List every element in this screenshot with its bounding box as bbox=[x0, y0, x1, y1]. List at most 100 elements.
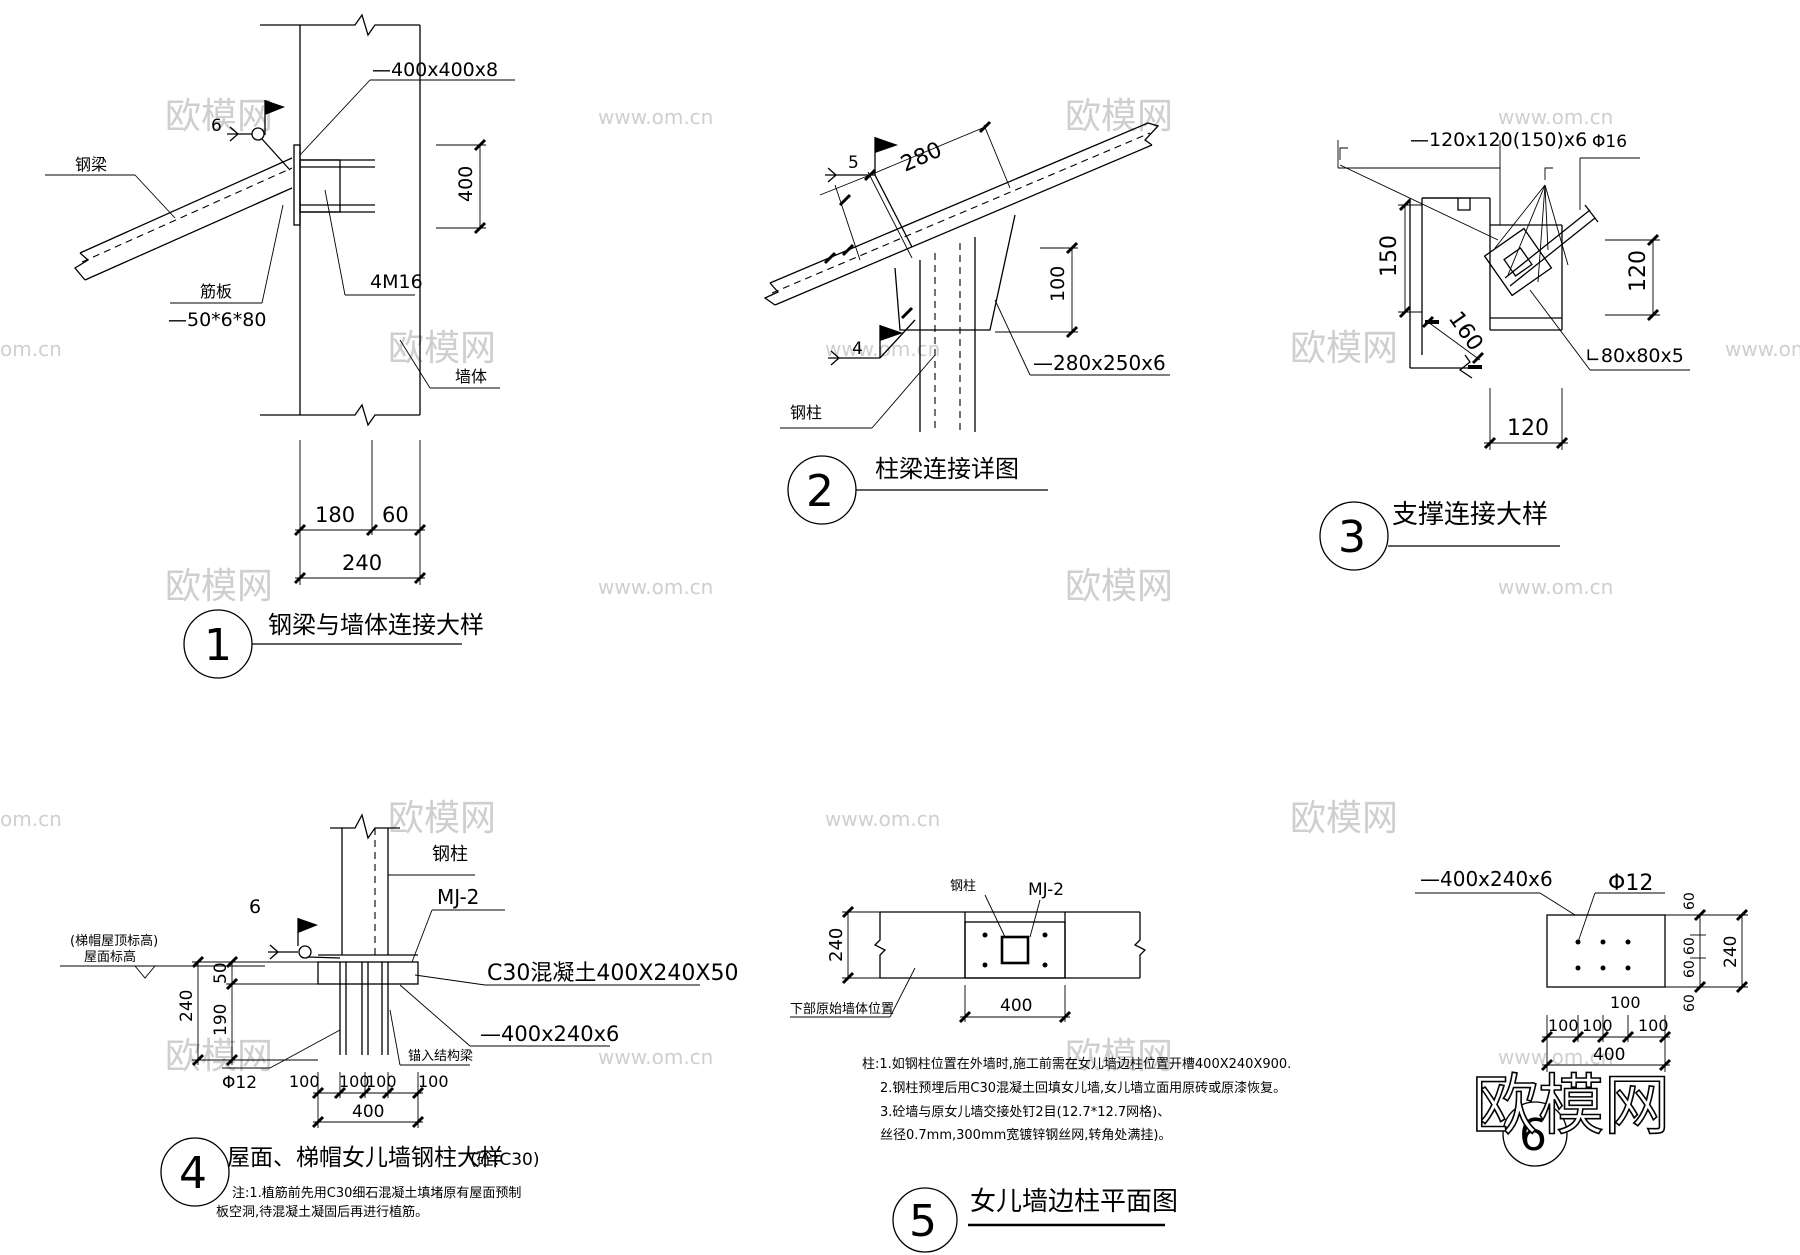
dim-60: 60 bbox=[1682, 994, 1698, 1012]
dim-60: 60 bbox=[1682, 960, 1698, 978]
extension-line bbox=[834, 184, 861, 261]
detail-number-circle bbox=[1319, 501, 1389, 571]
watermark-brand: 欧模网 bbox=[388, 328, 496, 369]
watermark-site: www.om.cn bbox=[1498, 575, 1613, 599]
detail-2: 280 5 4 100 —280x250x6 钢柱 bbox=[763, 120, 1170, 525]
beam-label: 钢梁 bbox=[75, 155, 107, 174]
weld-mark bbox=[1425, 320, 1439, 324]
leader bbox=[399, 984, 471, 1047]
anchor-dot bbox=[1625, 939, 1631, 945]
detail-title: 女儿墙边柱平面图 bbox=[970, 1187, 1178, 1217]
weld-symbol-icon bbox=[827, 167, 837, 183]
note-line-3: 3.砼墙与原女儿墙交接处钉2目(12.7*12.7网格)、 bbox=[880, 1104, 1170, 1120]
watermark-brand: 欧模网 bbox=[1065, 96, 1173, 137]
elevation-1: (梯帽屋顶标高) bbox=[70, 933, 158, 949]
leader-arrow bbox=[1537, 184, 1546, 283]
detail-title: 柱梁连接详图 bbox=[875, 455, 1019, 483]
leader bbox=[411, 909, 433, 963]
anchor-dot bbox=[1042, 962, 1048, 968]
note-line-2: 2.钢柱预埋后用C30混凝土回填女儿墙,女儿墙立面用原砖或原漆恢复。 bbox=[880, 1080, 1286, 1096]
leader bbox=[269, 1029, 341, 1069]
steel-beam bbox=[84, 187, 293, 281]
watermark-site: om.cn bbox=[0, 807, 62, 831]
wall-label: 下部原始墙体位置 bbox=[790, 1002, 894, 1017]
watermarks: 欧模网 www.om.cn 欧模网 www.om.cn om.cn 欧模网 ww… bbox=[0, 96, 1800, 1077]
leader bbox=[871, 354, 936, 429]
dim-190: 190 bbox=[211, 1004, 231, 1036]
watermark-site: www.om.cn bbox=[1498, 105, 1613, 129]
dim-240: 240 bbox=[342, 551, 382, 575]
leader bbox=[819, 174, 871, 196]
break-line bbox=[1144, 122, 1160, 146]
dim-100: 100 bbox=[366, 1072, 397, 1091]
bolts-label: 4M16 bbox=[370, 271, 423, 293]
detail-title: 钢梁与墙体连接大样 bbox=[268, 611, 484, 639]
mj-label: MJ-2 bbox=[437, 885, 479, 909]
column-label: 钢柱 bbox=[432, 844, 468, 865]
embedded-plate bbox=[964, 921, 1066, 979]
watermark-site: www.om.cn bbox=[598, 105, 713, 129]
weld-symbol-icon bbox=[269, 944, 279, 960]
anchor-dot bbox=[982, 932, 988, 938]
detail-title-note: (砼:C30) bbox=[470, 1150, 540, 1170]
detail-number: 2 bbox=[806, 466, 834, 517]
dim-60: 60 bbox=[382, 503, 409, 527]
extension-line bbox=[867, 171, 913, 259]
brace-rod-end bbox=[1584, 204, 1599, 223]
detail-title: 支撑连接大样 bbox=[1392, 500, 1548, 530]
dim-180: 180 bbox=[315, 503, 355, 527]
dimension-line bbox=[869, 126, 986, 176]
leader bbox=[984, 894, 1006, 938]
break-line bbox=[1422, 197, 1471, 211]
note-line-1: 柱:1.如钢柱位置在外墙时,施工前需在女儿墙边柱位置开槽400X240X900. bbox=[862, 1056, 1291, 1072]
break-line bbox=[763, 282, 780, 306]
watermark-brand: 欧模网 bbox=[1290, 328, 1398, 369]
note-line-2: 板空洞,待混凝土凝固后再进行植筋。 bbox=[216, 1204, 428, 1220]
dim-150: 150 bbox=[1377, 235, 1402, 277]
leader bbox=[134, 174, 176, 219]
elevation-marker-icon bbox=[134, 965, 156, 979]
anchor-dot bbox=[1042, 932, 1048, 938]
leader bbox=[1539, 892, 1576, 916]
bar-label: Φ12 bbox=[1608, 871, 1653, 896]
leader bbox=[389, 1009, 401, 1066]
plate-label: —400x240x6 bbox=[1420, 867, 1553, 891]
detail-number: 1 bbox=[204, 620, 232, 671]
break-line bbox=[1133, 912, 1147, 978]
weld-symbol-icon bbox=[830, 350, 840, 366]
angle-symbol-icon bbox=[1339, 147, 1348, 160]
steel-beam-center bbox=[81, 167, 293, 263]
rib-plate bbox=[299, 159, 341, 213]
extension-line bbox=[983, 124, 1011, 189]
watermark-brand: 欧模网 bbox=[165, 566, 273, 607]
watermark-site: www.om.cn bbox=[598, 575, 713, 599]
dimension-line bbox=[1427, 321, 1481, 361]
detail-number: 6 bbox=[1519, 1110, 1547, 1161]
leader-arrow bbox=[1544, 184, 1549, 251]
leader bbox=[399, 339, 431, 389]
dim-100: 100 bbox=[1047, 266, 1069, 302]
watermark-site: www.om.cn bbox=[598, 1045, 713, 1069]
steel-beam bbox=[79, 157, 293, 254]
weld-size: 6 bbox=[249, 896, 261, 918]
steel-column-section bbox=[1000, 935, 1030, 965]
weld-leader bbox=[261, 138, 291, 171]
break-line bbox=[260, 403, 420, 427]
weld-circle bbox=[298, 945, 312, 959]
detail-5: 钢柱 MJ-2 240 400 下部原始墙体位置 柱:1.如钢柱位置在外墙时,施… bbox=[790, 879, 1291, 1253]
dim-100: 100 bbox=[339, 1072, 370, 1091]
detail-1: 6 —400x400x8 钢梁 筋板 —50*6*80 4M16 墙体 400 bbox=[45, 13, 515, 679]
rib-size: —50*6*80 bbox=[168, 309, 266, 331]
watermark-site: www.om.cn bbox=[1725, 337, 1800, 361]
rod-label: Φ16 bbox=[1592, 132, 1627, 152]
weld-5: 5 bbox=[848, 153, 859, 173]
note-line-4: 丝径0.7mm,300mm宽镀锌钢丝网,转角处满挂)。 bbox=[880, 1127, 1171, 1143]
anchor-label: 锚入结构梁 bbox=[408, 1049, 473, 1064]
anchor-dot bbox=[982, 962, 988, 968]
dim-100: 100 bbox=[289, 1072, 320, 1091]
watermark-logo: 欧模网 bbox=[1472, 1067, 1670, 1144]
leader bbox=[414, 974, 486, 986]
dim-400: 400 bbox=[352, 1102, 384, 1122]
detail-6: —400x240x6 Φ12 60 60 60 60 240 100 bbox=[1415, 867, 1749, 1167]
leader bbox=[889, 967, 916, 1018]
